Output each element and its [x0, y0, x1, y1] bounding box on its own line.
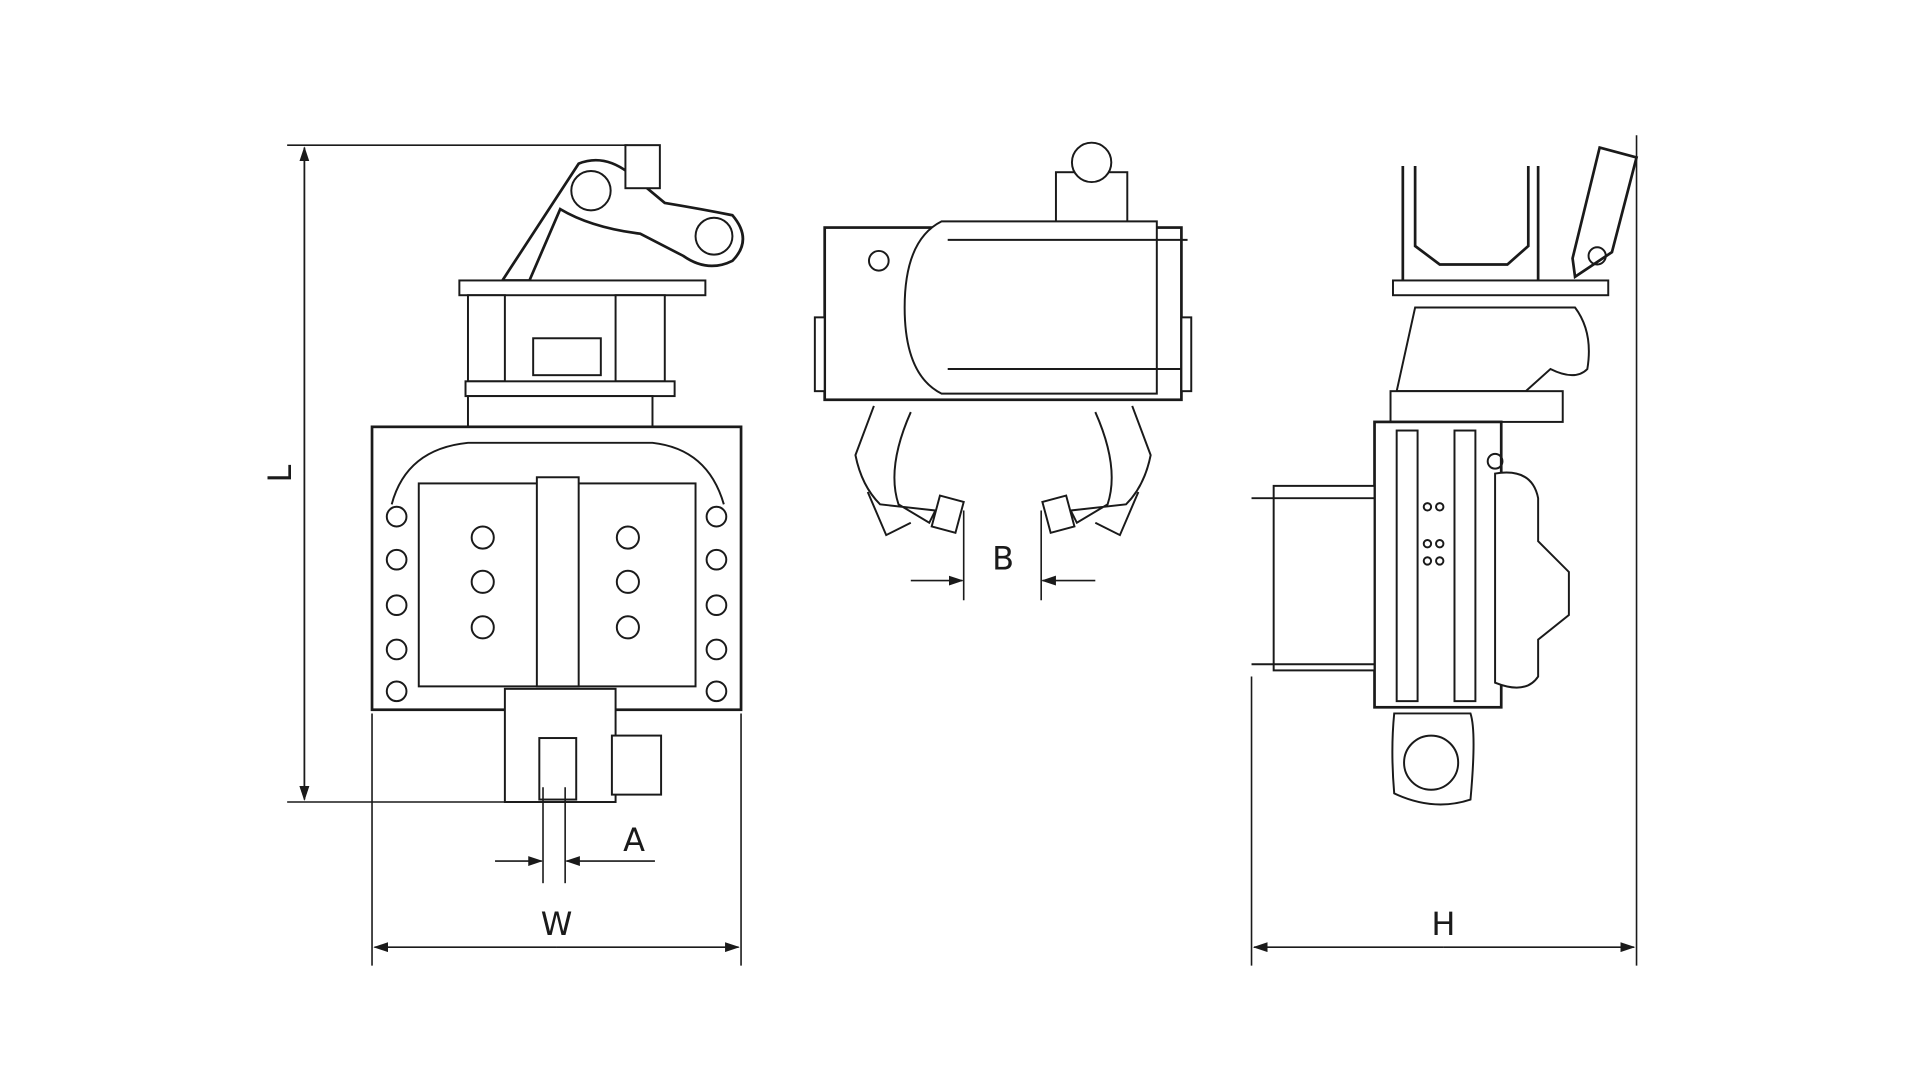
dimension-a: A [495, 787, 655, 884]
top-view [813, 141, 1193, 537]
side-view [1251, 145, 1639, 806]
dimension-label-a: A [623, 821, 645, 859]
front-view [370, 144, 745, 803]
dimension-label-b: B [992, 540, 1014, 578]
dimension-label-l: L [261, 464, 299, 482]
dimension-b: B [910, 510, 1096, 601]
dimension-label-w: W [541, 905, 573, 943]
dimension-w: W [371, 713, 742, 966]
dimension-h: H [1250, 135, 1638, 966]
dimension-l: L [261, 144, 628, 803]
dimension-label-h: H [1431, 905, 1455, 943]
